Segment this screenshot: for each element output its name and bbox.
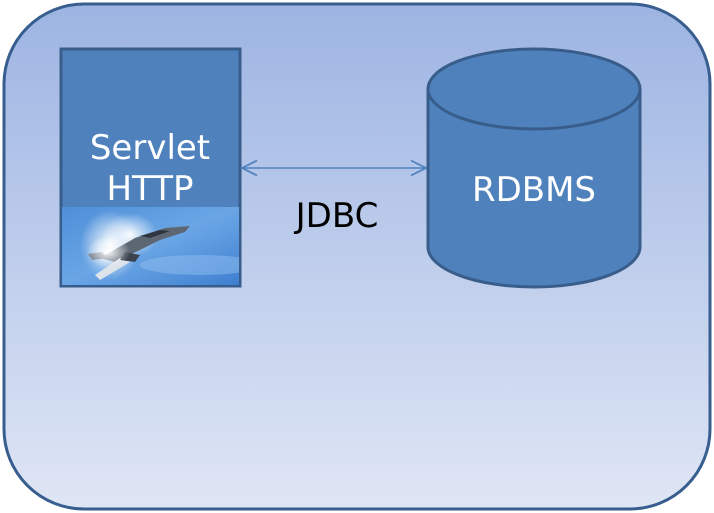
rdbms-cylinder[interactable]: RDBMS <box>426 47 642 289</box>
servlet-label-line1: Servlet <box>90 128 210 168</box>
cylinder-top <box>426 47 642 131</box>
rdbms-label: RDBMS <box>472 170 596 210</box>
servlet-box[interactable]: Servlet HTTP <box>59 47 260 288</box>
jdbc-label: JDBC <box>294 196 379 236</box>
servlet-label-line2: HTTP <box>106 169 193 209</box>
jdbc-connector[interactable]: JDBC <box>242 168 426 236</box>
cylinder-body <box>426 89 642 289</box>
fighter-jet-image <box>62 207 239 285</box>
